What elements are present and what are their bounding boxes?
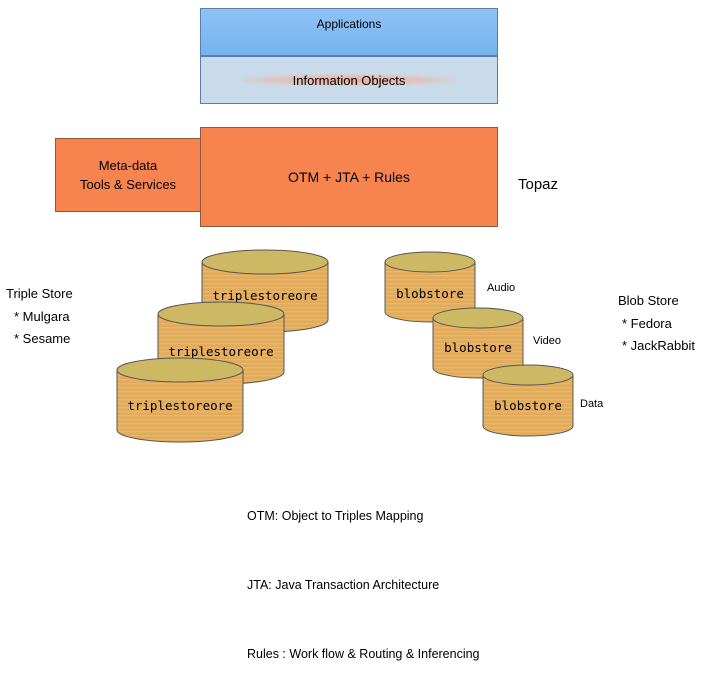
applications-label: Applications bbox=[316, 17, 382, 31]
blobstore-type-data: Data bbox=[580, 398, 604, 410]
blobstore-label-video: blobstore bbox=[444, 340, 512, 355]
blobstore-cylinder-audio: blobstore Audio bbox=[384, 251, 515, 323]
blob-store-title: Blob Store bbox=[618, 293, 679, 308]
information-objects-label: Information Objects bbox=[292, 72, 406, 88]
blobstore-cylinder-data: blobstore Data bbox=[482, 364, 604, 437]
blobstore-type-audio: Audio bbox=[487, 282, 515, 294]
triplestore-label-1: triplestoreore bbox=[212, 288, 317, 303]
legend-otm: OTM: Object to Triples Mapping bbox=[247, 509, 424, 523]
blob-store-item-jackrabbit: * JackRabbit bbox=[622, 338, 695, 353]
legend-jta: JTA: Java Transaction Architecture bbox=[247, 578, 440, 592]
storage-cylinders: triplestoreore triplestoreore triplestor… bbox=[116, 249, 604, 443]
metadata-box: Meta-data Tools & Services bbox=[55, 138, 201, 212]
legend-rules: Rules : Work flow & Routing & Inferencin… bbox=[247, 647, 480, 661]
applications-box: Applications bbox=[200, 8, 498, 56]
blobstore-cylinder-video: blobstore Video bbox=[432, 307, 561, 379]
triplestore-cylinder-3: triplestoreore bbox=[116, 357, 244, 443]
information-objects-glow bbox=[241, 74, 457, 86]
triplestore-label-2: triplestoreore bbox=[168, 344, 273, 359]
otm-jta-rules-label: OTM + JTA + Rules bbox=[288, 169, 410, 185]
blobstore-label-audio: blobstore bbox=[396, 286, 464, 301]
metadata-label-line1: Meta-data bbox=[98, 158, 158, 173]
triplestore-label-3: triplestoreore bbox=[127, 398, 232, 413]
triple-store-title: Triple Store bbox=[6, 286, 73, 301]
triple-store-item-mulgara: * Mulgara bbox=[14, 309, 70, 324]
otm-jta-rules-box: OTM + JTA + Rules bbox=[200, 127, 498, 227]
metadata-label-line2: Tools & Services bbox=[79, 177, 177, 192]
triple-store-item-sesame: * Sesame bbox=[14, 331, 71, 346]
blob-store-item-fedora: * Fedora bbox=[622, 316, 672, 331]
blobstore-type-video: Video bbox=[533, 335, 561, 347]
information-objects-box: Information Objects bbox=[200, 56, 498, 104]
topaz-label: Topaz bbox=[518, 176, 559, 193]
blobstore-label-data: blobstore bbox=[494, 398, 562, 413]
